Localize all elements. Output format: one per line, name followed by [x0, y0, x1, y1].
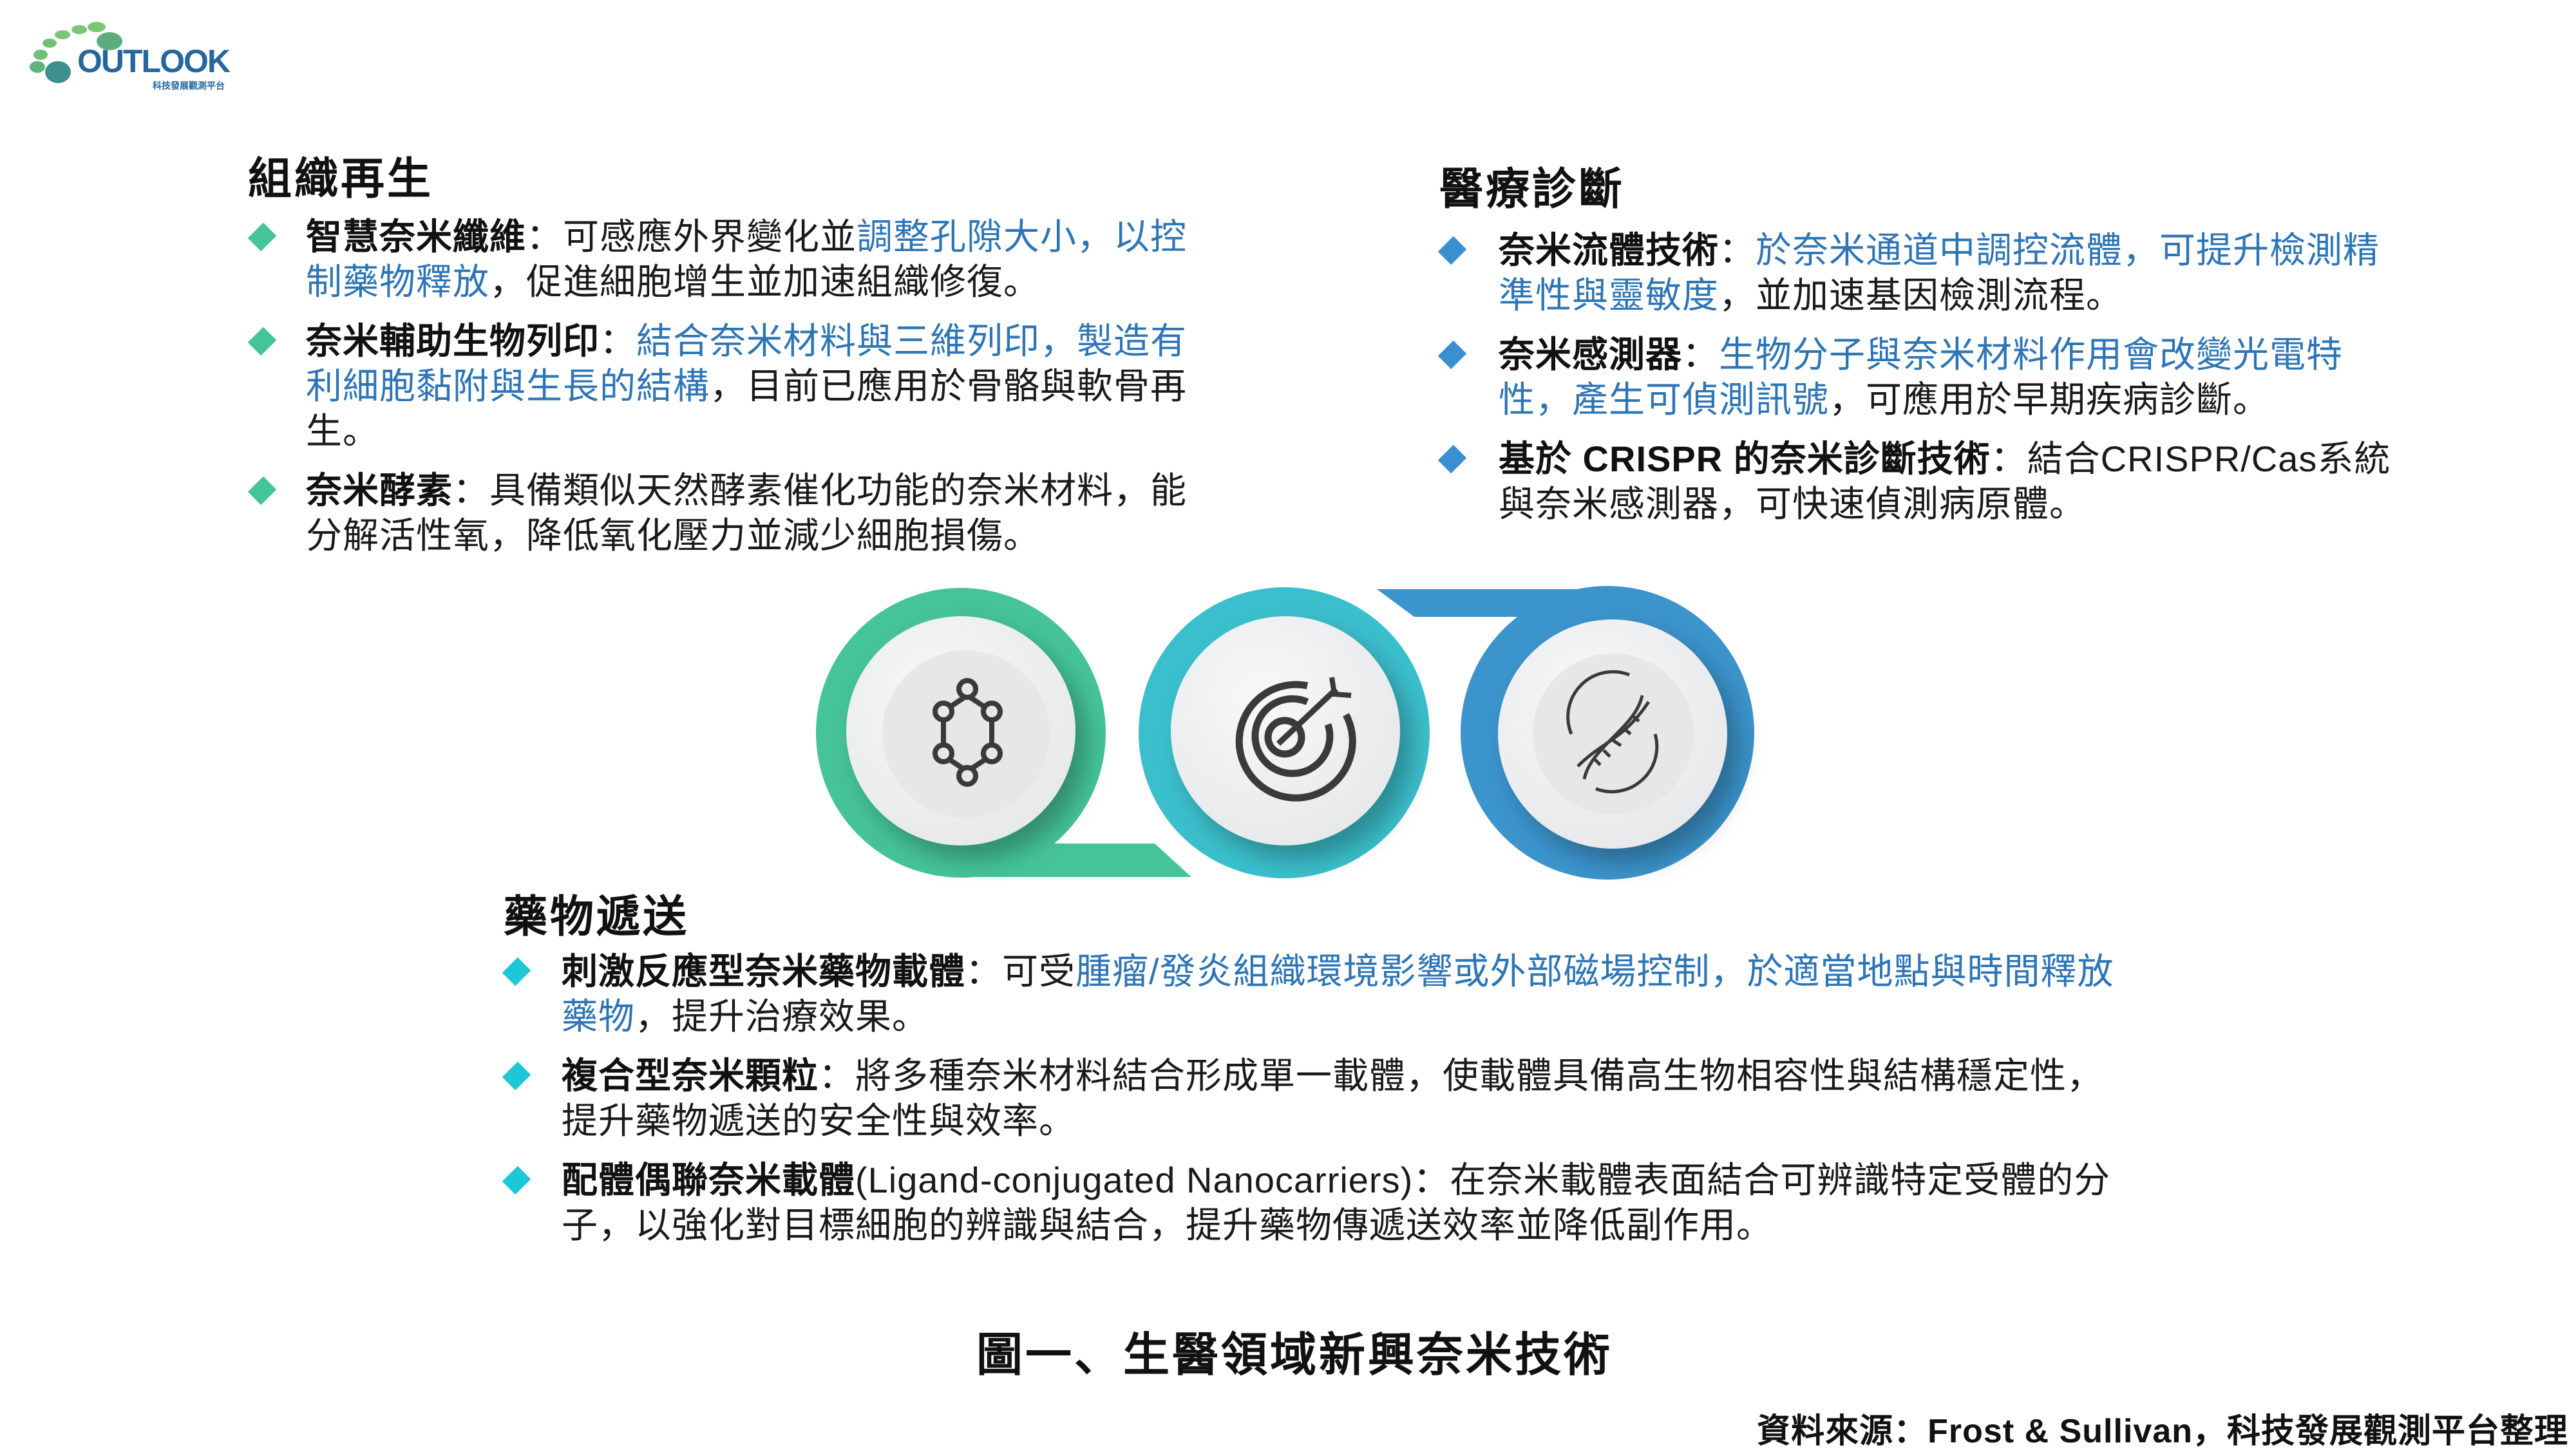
- outlook-logo: OUTLOOK 科技發展觀測平台: [30, 22, 232, 91]
- list-item: 基於 CRISPR 的奈米診斷技術：結合CRISPR/Cas系統與奈米感測器，可…: [1437, 437, 2407, 527]
- item-term: 奈米酵素: [306, 470, 453, 511]
- logo-wordmark: OUTLOOK: [77, 43, 231, 79]
- item-term: 基於 CRISPR 的奈米診斷技術: [1499, 438, 1991, 479]
- drug-delivery-list: 刺激反應型奈米藥物載體：可受腫瘤/發炎組織環境影響或外部磁場控制，於適當地點與時…: [502, 949, 2128, 1262]
- list-item: 奈米輔助生物列印：結合奈米材料與三維列印，製造有利細胞黏附與生長的結構，目前已應…: [247, 319, 1217, 454]
- cyan-plate: [1171, 616, 1400, 845]
- list-item: 奈米感測器：生物分子與奈米材料作用會改變光電特性，產生可偵測訊號，可應用於早期疾…: [1437, 332, 2407, 422]
- list-item: 複合型奈米顆粒：將多種奈米材料結合形成單一載體，使載體具備高生物相容性與結構穩定…: [502, 1053, 2128, 1144]
- section-title-tissue-regeneration: 組織再生: [248, 155, 434, 203]
- item-term: 配體偶聯奈米載體: [562, 1160, 855, 1200]
- item-description: ：: [1682, 334, 1719, 375]
- medical-diagnosis-list: 奈米流體技術：於奈米通道中調控流體，可提升檢測精準性與靈敏度，並加速基因檢測流程…: [1437, 228, 2407, 541]
- item-description: ：: [600, 321, 636, 361]
- blue-ring: [1461, 586, 1754, 880]
- item-highlight: 於奈米通道中調控流體，可提升檢測精準性與靈敏度: [1499, 230, 2380, 316]
- item-term: 複合型奈米顆粒: [562, 1055, 819, 1096]
- list-item: 奈米酵素：具備類似天然酵素催化功能的奈米材料，能分解活性氧，降低氧化壓力並減少細…: [247, 468, 1217, 558]
- dna-icon: [1566, 670, 1659, 794]
- diamond-bullet-icon: [247, 222, 277, 252]
- tissue-regeneration-list: 智慧奈米纖維：可感應外界變化並調整孔隙大小，以控制藥物釋放，促進細胞增生並加速組…: [247, 214, 1217, 572]
- green-ring: [816, 588, 1106, 878]
- item-description: ，提升治療效果。: [635, 996, 929, 1037]
- diamond-bullet-icon: [502, 1165, 531, 1195]
- item-description: ：結合CRISPR/Cas系統與奈米感測器，可快速偵測病原體。: [1499, 438, 2391, 524]
- item-term: 奈米輔助生物列印: [306, 321, 600, 361]
- item-text: 智慧奈米纖維：可感應外界變化並調整孔隙大小，以控制藥物釋放，促進細胞增生並加速組…: [306, 214, 1217, 305]
- cyan-ring: [1139, 587, 1430, 878]
- list-item: 刺激反應型奈米藥物載體：可受腫瘤/發炎組織環境影響或外部磁場控制，於適當地點與時…: [502, 949, 2128, 1039]
- item-description: ：具備類似天然酵素催化功能的奈米材料，能分解活性氧，降低氧化壓力並減少細胞損傷。: [306, 470, 1187, 556]
- item-text: 奈米感測器：生物分子與奈米材料作用會改變光電特性，產生可偵測訊號，可應用於早期疾…: [1499, 332, 2407, 422]
- item-text: 奈米流體技術：於奈米通道中調控流體，可提升檢測精準性與靈敏度，並加速基因檢測流程…: [1499, 228, 2407, 318]
- item-description: ：可感應外界變化並: [526, 216, 857, 257]
- item-term: 奈米感測器: [1499, 334, 1682, 375]
- item-description: (Ligand-conjugated Nanocarriers)：在奈米載體表面…: [562, 1160, 2111, 1245]
- section-title-medical-diagnosis: 醫療診斷: [1439, 165, 1625, 214]
- source-note: 資料來源：Frost & Sullivan，科技發展觀測平台整理: [1757, 1413, 2568, 1450]
- item-description: ，促進細胞增生並加速組織修復。: [489, 261, 1040, 302]
- section-title-drug-delivery: 藥物遞送: [504, 892, 690, 941]
- item-text: 基於 CRISPR 的奈米診斷技術：結合CRISPR/Cas系統與奈米感測器，可…: [1499, 437, 2407, 527]
- item-description: ，並加速基因檢測流程。: [1719, 275, 2123, 316]
- diamond-bullet-icon: [1437, 340, 1467, 370]
- green-plate: [846, 616, 1075, 845]
- diamond-bullet-icon: [502, 1061, 531, 1091]
- molecule-icon: [933, 678, 1003, 787]
- blue-ring-tail: [1377, 589, 1610, 617]
- logo-subtitle: 科技發展觀測平台: [153, 80, 225, 91]
- list-item: 配體偶聯奈米載體(Ligand-conjugated Nanocarriers)…: [502, 1158, 2128, 1248]
- target-icon: [1235, 677, 1356, 802]
- item-description: ：將多種奈米材料結合形成單一載體，使載體具備高生物相容性與結構穩定性，提升藥物遞…: [562, 1055, 2103, 1141]
- item-term: 刺激反應型奈米藥物載體: [562, 951, 965, 992]
- blue-plate: [1498, 619, 1727, 849]
- item-term: 智慧奈米纖維: [306, 216, 526, 257]
- blue-plate-inner: [1533, 654, 1694, 815]
- item-text: 奈米酵素：具備類似天然酵素催化功能的奈米材料，能分解活性氧，降低氧化壓力並減少細…: [306, 468, 1217, 558]
- item-description: ：: [1719, 230, 1756, 270]
- list-item: 奈米流體技術：於奈米通道中調控流體，可提升檢測精準性與靈敏度，並加速基因檢測流程…: [1437, 228, 2407, 318]
- item-highlight: 生物分子與奈米材料作用會改變光電特性，產生可偵測訊號: [1499, 334, 2343, 420]
- item-text: 複合型奈米顆粒：將多種奈米材料結合形成單一載體，使載體具備高生物相容性與結構穩定…: [562, 1053, 2128, 1144]
- item-term: 奈米流體技術: [1499, 230, 1719, 270]
- figure-caption: 圖一、生醫領域新興奈米技術: [976, 1330, 1613, 1381]
- green-ring-tail: [963, 844, 1191, 877]
- item-text: 奈米輔助生物列印：結合奈米材料與三維列印，製造有利細胞黏附與生長的結構，目前已應…: [306, 319, 1217, 454]
- diamond-bullet-icon: [502, 957, 531, 986]
- diamond-bullet-icon: [1437, 236, 1467, 265]
- item-description: ，可應用於早期疾病診斷。: [1829, 379, 2269, 420]
- green-plate-inner: [882, 650, 1050, 818]
- diamond-bullet-icon: [247, 326, 277, 356]
- logo-dots: [30, 22, 122, 83]
- item-description: ，目前已應用於骨骼與軟骨再生。: [306, 366, 1187, 451]
- diamond-bullet-icon: [1437, 444, 1467, 474]
- item-highlight: 腫瘤/發炎組織環境影響或外部磁場控制，於適當地點與時間釋放藥物: [562, 951, 2114, 1037]
- item-highlight: 調整孔隙大小，以控制藥物釋放: [306, 216, 1187, 302]
- list-item: 智慧奈米纖維：可感應外界變化並調整孔隙大小，以控制藥物釋放，促進細胞增生並加速組…: [247, 214, 1217, 305]
- diamond-bullet-icon: [247, 476, 277, 505]
- item-description: ：可受: [965, 951, 1075, 992]
- item-text: 刺激反應型奈米藥物載體：可受腫瘤/發炎組織環境影響或外部磁場控制，於適當地點與時…: [562, 949, 2128, 1039]
- item-highlight: 結合奈米材料與三維列印，製造有利細胞黏附與生長的結構: [306, 321, 1187, 406]
- item-text: 配體偶聯奈米載體(Ligand-conjugated Nanocarriers)…: [562, 1158, 2128, 1248]
